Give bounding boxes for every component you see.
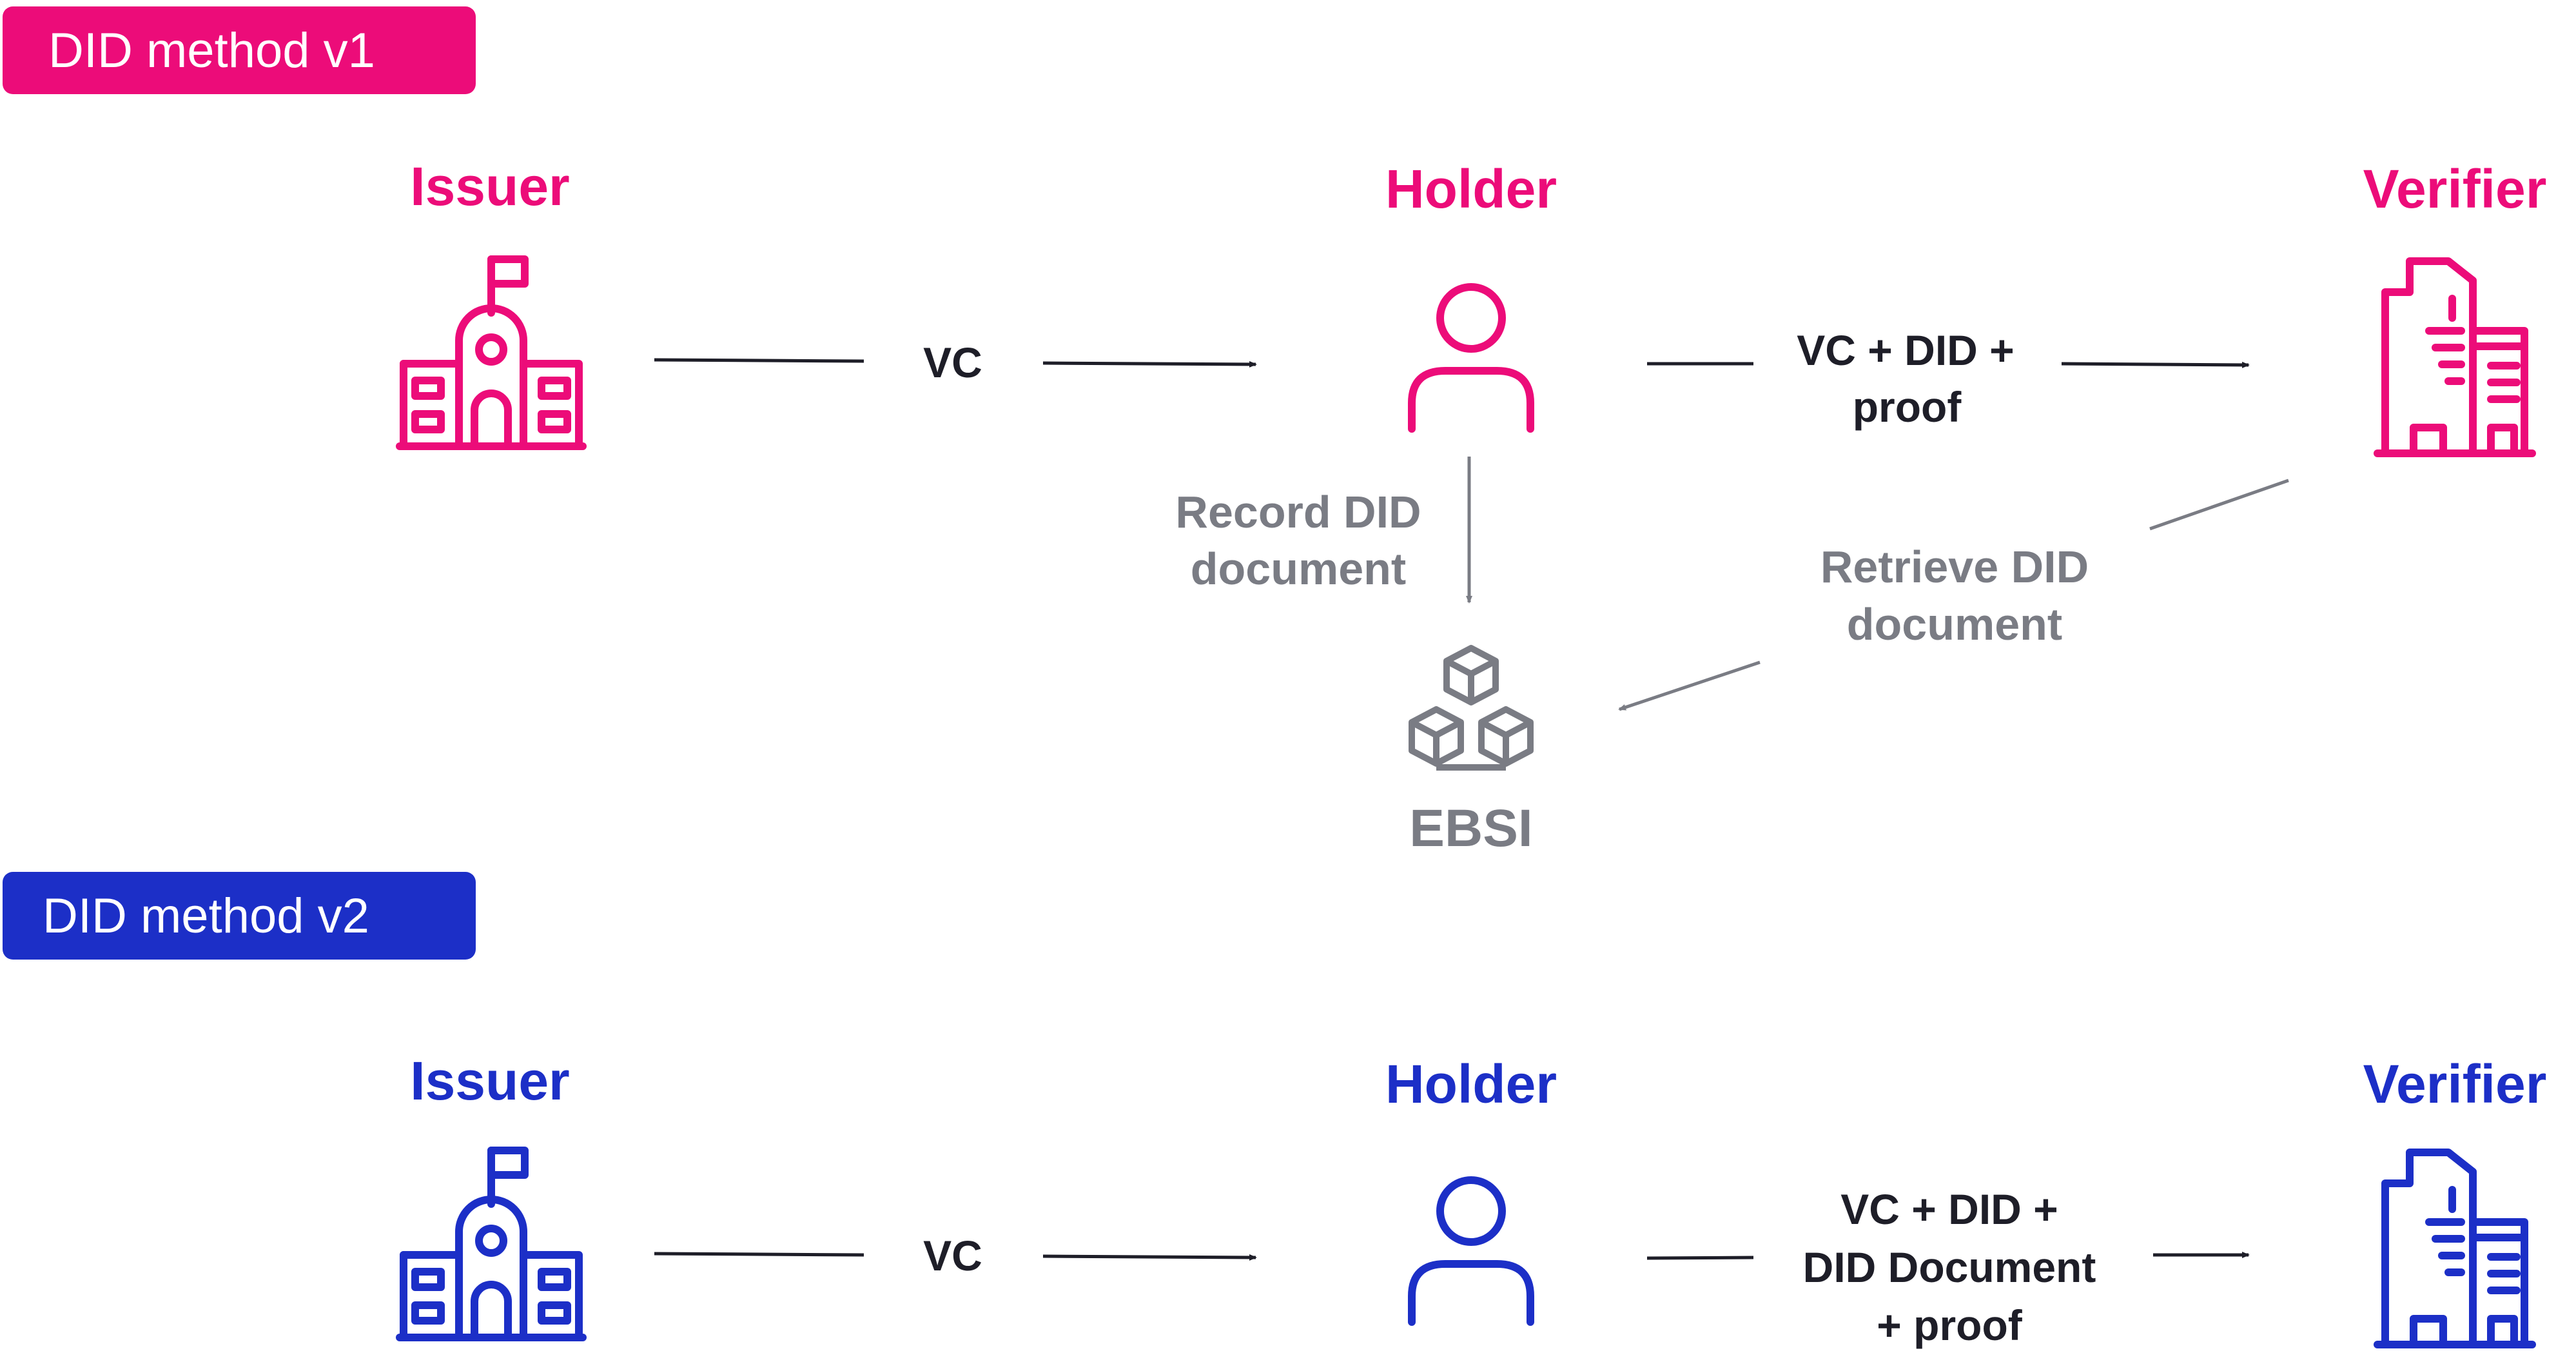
blockchain-cubes-icon bbox=[1412, 648, 1530, 771]
office-buildings-icon bbox=[2377, 1152, 2532, 1345]
badge-v2-label: DID method v2 bbox=[43, 889, 369, 943]
v1-issuer-holder-line bbox=[654, 358, 864, 363]
v2-holder-label: Holder bbox=[1385, 1054, 1557, 1114]
v1-issuer-label: Issuer bbox=[410, 156, 570, 217]
v2-holder-verifier-label-3: + proof bbox=[1877, 1301, 2023, 1349]
school-building-icon bbox=[400, 259, 583, 446]
person-icon bbox=[1412, 287, 1530, 429]
v2-issuer-holder-arrow bbox=[1042, 1254, 1257, 1261]
v1-retrieve-label-1: Retrieve DID bbox=[1820, 542, 2089, 592]
v1-issuer-holder-arrow bbox=[1042, 360, 1257, 368]
office-buildings-icon bbox=[2377, 261, 2532, 453]
section-v2: DID method v2 Issuer Holder Verifier VC … bbox=[3, 872, 2546, 1349]
badge-v2-background bbox=[3, 872, 476, 960]
v1-holder-label: Holder bbox=[1385, 159, 1557, 219]
badge-v1: DID method v1 bbox=[3, 6, 476, 94]
v2-holder-verifier-label-1: VC + DID + bbox=[1840, 1185, 2058, 1233]
v1-holder-verifier-label-2: proof bbox=[1853, 383, 1962, 431]
v1-record-label-1: Record DID bbox=[1175, 487, 1421, 537]
v1-retrieve-line bbox=[2149, 478, 2289, 531]
v1-retrieve-label-2: document bbox=[1847, 599, 2062, 649]
v2-issuer-label: Issuer bbox=[410, 1050, 570, 1111]
v1-issuer-holder-label: VC bbox=[923, 339, 982, 386]
v2-verifier-label: Verifier bbox=[2363, 1054, 2547, 1114]
v1-holder-verifier-arrow bbox=[2061, 361, 2250, 368]
person-icon bbox=[1412, 1180, 1530, 1322]
v1-holder-verifier-label-1: VC + DID + bbox=[1797, 326, 2014, 374]
badge-v1-label: DID method v1 bbox=[48, 23, 375, 78]
section-v1: DID method v1 Issuer Holder Verifier VC … bbox=[3, 6, 2546, 858]
v1-record-label-2: document bbox=[1191, 544, 1406, 594]
v1-retrieve-arrow bbox=[1618, 660, 1761, 711]
school-building-icon bbox=[400, 1150, 583, 1337]
badge-v2: DID method v2 bbox=[3, 872, 476, 960]
v2-holder-verifier-label-2: DID Document bbox=[1803, 1243, 2096, 1291]
v1-verifier-label: Verifier bbox=[2363, 159, 2547, 219]
v2-issuer-holder-label: VC bbox=[923, 1232, 982, 1279]
v2-issuer-holder-line bbox=[654, 1252, 864, 1257]
ebsi-label: EBSI bbox=[1409, 799, 1532, 858]
badge-v1-background bbox=[3, 6, 476, 94]
